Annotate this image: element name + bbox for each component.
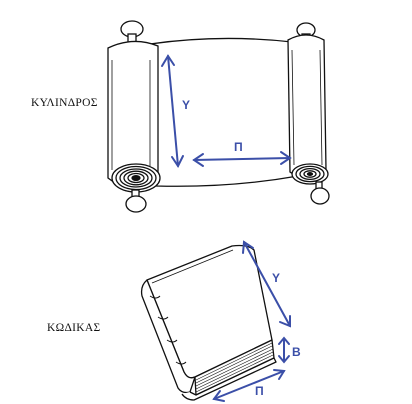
scroll-height-arrow (167, 55, 179, 167)
codex-height-arrow (243, 241, 291, 327)
codex-thickness-label: Β (292, 345, 301, 359)
scroll-width-arrow (193, 157, 291, 161)
right-roller-coil (291, 163, 329, 185)
codex-dimensions (212, 240, 291, 402)
left-roller-coil (111, 163, 161, 193)
scroll-dimensions (161, 54, 292, 168)
codex-width-label: Π (255, 384, 264, 398)
codex-illustration (140, 244, 277, 401)
scroll-caption: ΚΥΛΙΝΔΡΟΣ (31, 97, 98, 109)
codex-width-arrow (213, 370, 285, 400)
book-spine (140, 279, 196, 394)
scroll-illustration (107, 20, 330, 213)
codex-caption: ΚΩΔΙΚΑΣ (47, 322, 101, 334)
scroll-width-label: Π (234, 140, 243, 154)
scroll-height-label: Υ (182, 98, 190, 112)
codex-height-label: Υ (272, 271, 280, 285)
